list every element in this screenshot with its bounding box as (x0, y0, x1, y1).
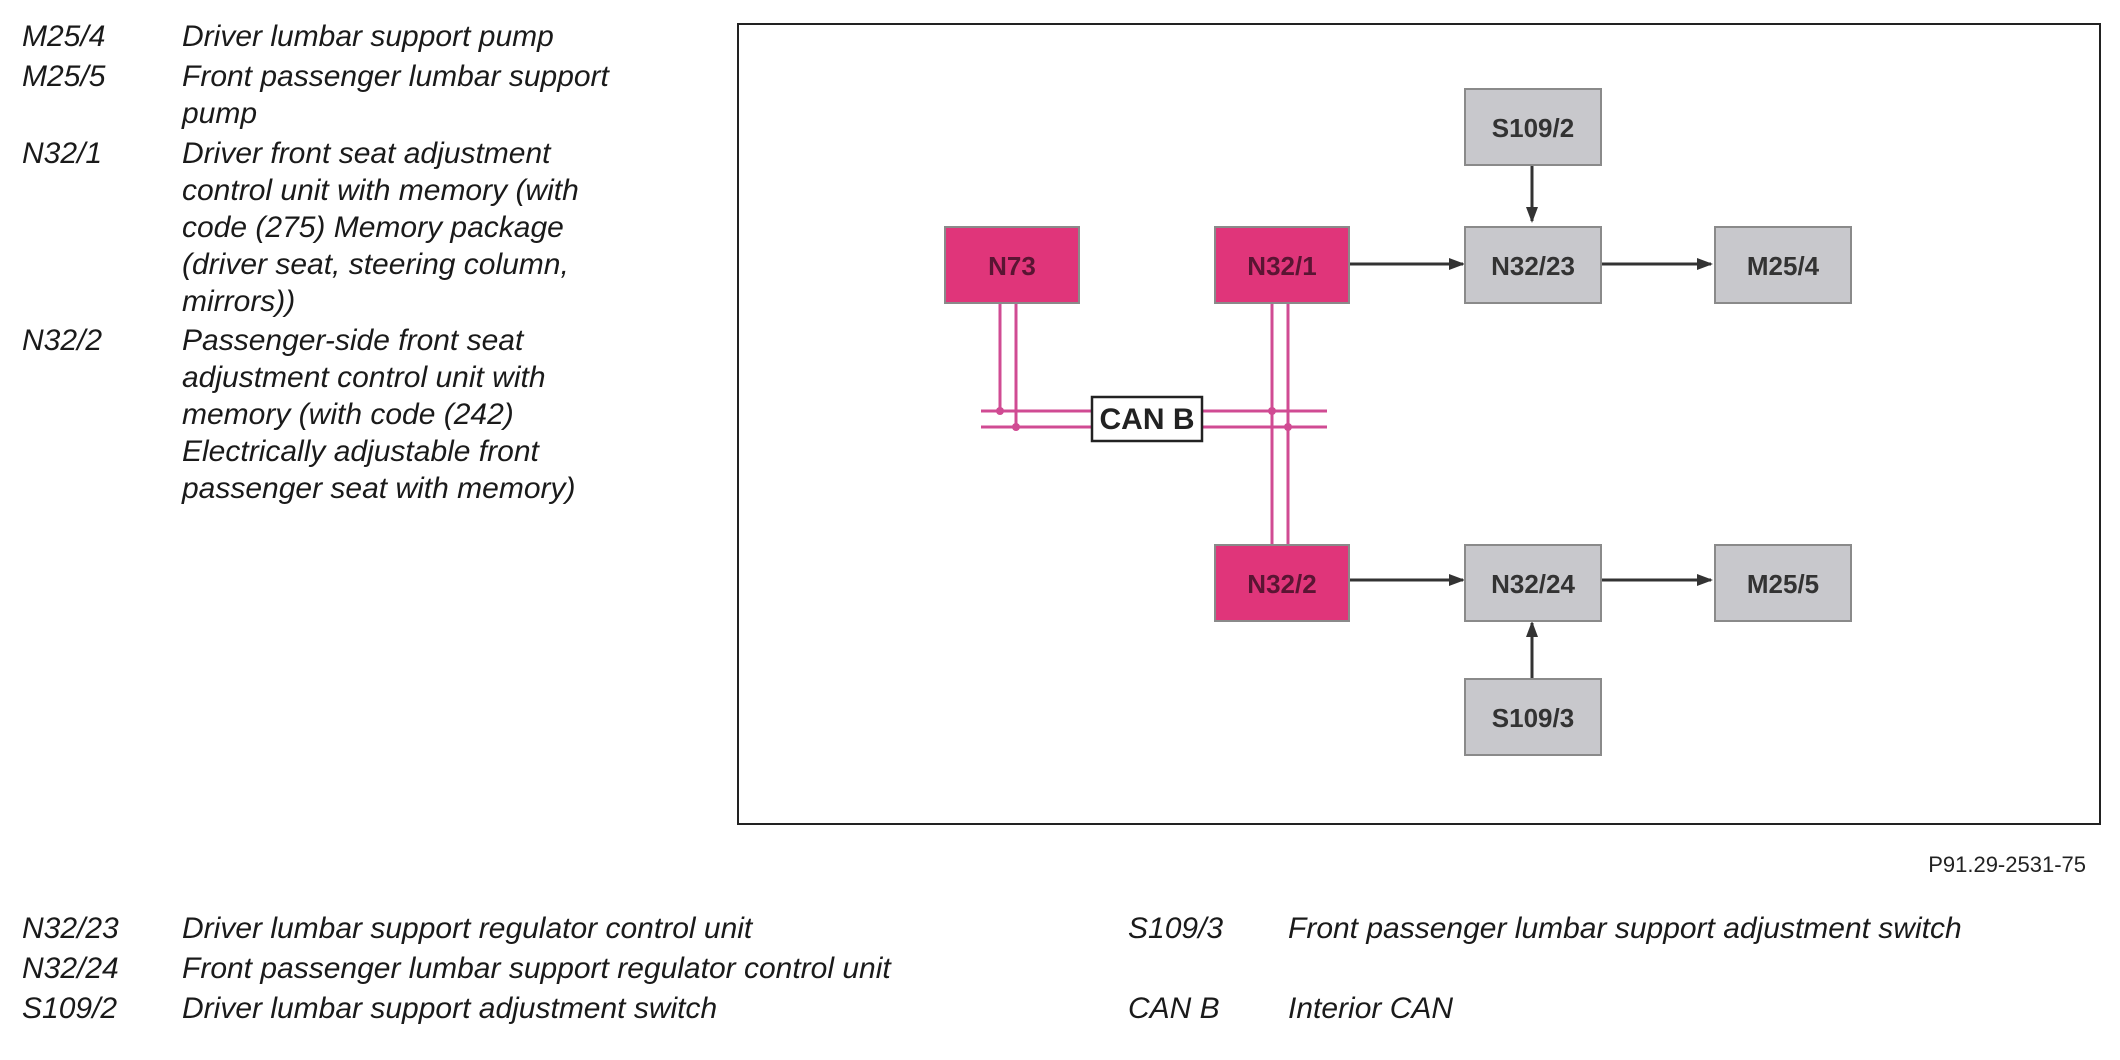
node-label: M25/4 (1747, 251, 1820, 281)
node-label: N32/1 (1247, 251, 1316, 281)
node-n32-2: N32/2 (1214, 544, 1350, 622)
legend-desc-line: passenger seat with memory) (182, 472, 576, 505)
legend-desc: Interior CAN (1288, 992, 1454, 1025)
junction-dot (996, 407, 1004, 415)
legend-desc: Driver lumbar support pump (182, 18, 682, 55)
node-s109-2: S109/2 (1464, 88, 1602, 166)
junction-dot (1268, 407, 1276, 415)
legend-item-m25-4: M25/4 Driver lumbar support pump (22, 18, 682, 55)
node-n32-23: N32/23 (1464, 226, 1602, 304)
legend-code: M25/4 (22, 20, 106, 53)
figure-id: P91.29-2531-75 (1928, 852, 2086, 877)
legend-desc: Passenger-side front seat adjustment con… (182, 322, 682, 507)
node-label: N32/24 (1491, 569, 1575, 599)
legend-desc-line: mirrors)) (182, 285, 296, 318)
legend-item-m25-5: M25/5 Front passenger lumbar support pum… (22, 58, 682, 132)
legend-item-n32-1: N32/1 Driver front seat adjustment contr… (22, 135, 682, 320)
node-n73: N73 (944, 226, 1080, 304)
junction-dot (1012, 423, 1020, 431)
junction-dot (1284, 423, 1292, 431)
legend-desc-line: Electrically adjustable front (182, 435, 539, 468)
legend-code: N32/23 (22, 912, 119, 945)
legend-desc-line: Driver front seat adjustment (182, 137, 551, 170)
legend-item-s109-3: S109/3 Front passenger lumbar support ad… (1128, 910, 2068, 947)
can-b-label: CAN B (1100, 403, 1195, 436)
node-s109-3: S109/3 (1464, 678, 1602, 756)
legend-desc-line: memory (with code (242) (182, 398, 514, 431)
node-label: M25/5 (1747, 569, 1819, 599)
node-n32-1: N32/1 (1214, 226, 1350, 304)
node-label: N32/23 (1491, 251, 1575, 281)
legend-desc-line: code (275) Memory package (182, 211, 564, 244)
can-b-label-box: CAN B (1090, 395, 1204, 443)
legend-desc-line: Passenger-side front seat (182, 324, 524, 357)
node-m25-4: M25/4 (1714, 226, 1852, 304)
legend-desc-line: (driver seat, steering column, (182, 248, 569, 281)
legend-desc: Front passenger lumbar support adjustmen… (1288, 912, 1962, 945)
legend-desc-line: pump (182, 97, 258, 130)
legend-code: M25/5 (22, 60, 106, 93)
legend-desc: Front passenger lumbar support regulator… (182, 952, 891, 985)
legend-code: N32/2 (22, 324, 103, 357)
legend-code: S109/2 (22, 992, 118, 1025)
legend-code: CAN B (1128, 992, 1220, 1025)
node-label: N73 (988, 251, 1036, 281)
legend-desc: Driver lumbar support adjustment switch (182, 992, 718, 1025)
node-label: S109/2 (1492, 113, 1574, 143)
legend-desc-line: Front passenger lumbar support (182, 60, 609, 93)
legend-code: N32/1 (22, 137, 103, 170)
legend-desc-line: Driver lumbar support pump (182, 20, 554, 53)
can-bus-junctions (996, 407, 1292, 431)
legend-code: S109/3 (1128, 912, 1224, 945)
legend-item-n32-23: N32/23 Driver lumbar support regulator c… (22, 910, 1062, 947)
node-label: S109/3 (1492, 703, 1574, 733)
signal-arrows (1334, 165, 1713, 679)
legend-desc: Driver lumbar support regulator control … (182, 912, 753, 945)
block-diagram: CAN B N73 N32/1 N32/2 S109/2 (944, 88, 1852, 756)
legend-desc: Front passenger lumbar support pump (182, 58, 682, 132)
legend-item-n32-24: N32/24 Front passenger lumbar support re… (22, 950, 1062, 987)
node-n32-24: N32/24 (1464, 544, 1602, 622)
legend-item-s109-2: S109/2 Driver lumbar support adjustment … (22, 990, 1062, 1027)
node-label: N32/2 (1247, 569, 1316, 599)
legend-desc-line: control unit with memory (with (182, 174, 579, 207)
legend-desc-line: adjustment control unit with (182, 361, 546, 394)
legend-desc: Driver front seat adjustment control uni… (182, 135, 682, 320)
node-m25-5: M25/5 (1714, 544, 1852, 622)
diagram-frame: CAN B N73 N32/1 N32/2 S109/2 (737, 23, 2101, 825)
legend-code: N32/24 (22, 952, 119, 985)
legend-item-can-b: CAN B Interior CAN (1128, 990, 2068, 1027)
legend-item-n32-2: N32/2 Passenger-side front seat adjustme… (22, 322, 682, 507)
